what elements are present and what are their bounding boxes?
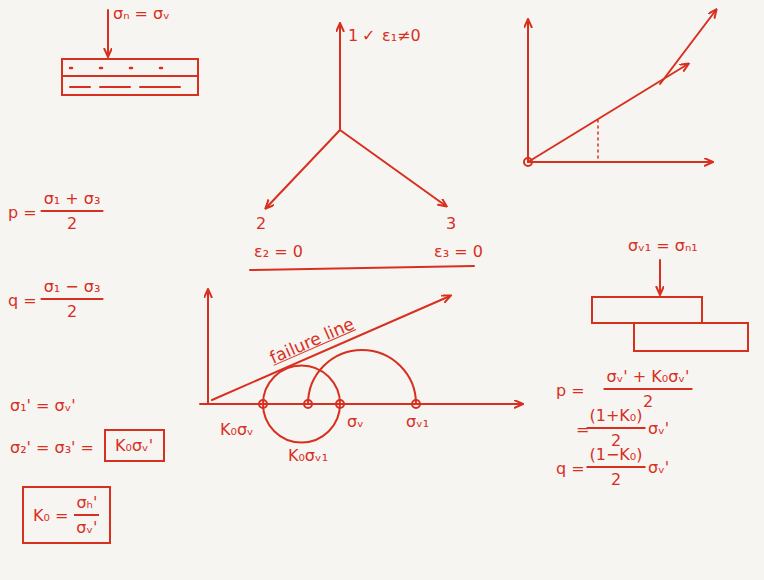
formula-text: K₀σᵥ	[220, 420, 254, 439]
formula-text: 2	[67, 214, 77, 233]
formula-text: 2	[643, 392, 653, 411]
formula-text: q =	[556, 459, 585, 478]
formula-text: K₀σᵥ₁	[288, 446, 328, 465]
formula-text: σᵥ	[347, 412, 364, 431]
formula-text: 1	[348, 26, 358, 45]
fraction-bar	[587, 466, 646, 468]
formula-text: K₀σᵥ'	[115, 436, 153, 455]
formula-text: p =	[556, 381, 585, 400]
formula-text: ε₃ = 0	[434, 242, 483, 261]
fraction-bar	[604, 388, 693, 390]
formula-text: σₙ = σᵥ	[113, 4, 170, 23]
formula-text: 2	[611, 470, 621, 489]
formula-text: (1−K₀)	[590, 445, 643, 464]
formula-text: σ₁ − σ₃	[44, 277, 101, 296]
fraction-bar	[587, 427, 646, 429]
formula-text: (1+K₀)	[590, 406, 643, 425]
formula-text: σ₁ + σ₃	[44, 189, 101, 208]
fraction-bar	[41, 210, 104, 212]
formula-text: 2	[67, 302, 77, 321]
formula-text: 3	[446, 214, 456, 233]
sheared-box	[592, 260, 748, 351]
fraction-bar	[41, 298, 104, 300]
failure-line-label: failure line	[267, 314, 357, 367]
formula-text: σ₁' = σᵥ'	[10, 396, 76, 415]
boxed-formula: K₀σᵥ'	[104, 429, 165, 462]
formula-text: σᵥ₁	[406, 412, 429, 431]
mohr-circles	[200, 290, 522, 443]
formula-text: 2	[256, 214, 266, 233]
boxed-formula: K₀ = σₕ'σᵥ'	[22, 486, 111, 544]
formula-text: q =	[8, 291, 37, 310]
formula-text: σᵥ₁ = σₙ₁	[628, 236, 698, 255]
formula-text: σᵥ'	[648, 419, 669, 438]
formula-text: =	[576, 420, 589, 439]
fraction: σₕ'σᵥ'	[74, 493, 99, 537]
formula-text: ✓	[362, 26, 375, 45]
formula-text: σᵥ'	[648, 458, 669, 477]
stress-path-graph	[524, 10, 716, 166]
formula-text: σ₂' = σ₃' =	[10, 438, 94, 457]
principal-axes	[250, 24, 474, 270]
formula-text: ε₁≠0	[382, 26, 421, 45]
formula-text: K₀ =	[33, 506, 68, 525]
formula-text: σᵥ' + K₀σᵥ'	[607, 367, 690, 386]
formula-text: σₕ'	[74, 493, 99, 516]
formula-text: σᵥ'	[76, 516, 97, 537]
formula-text: ε₂ = 0	[254, 242, 303, 261]
formula-text: p =	[8, 203, 37, 222]
